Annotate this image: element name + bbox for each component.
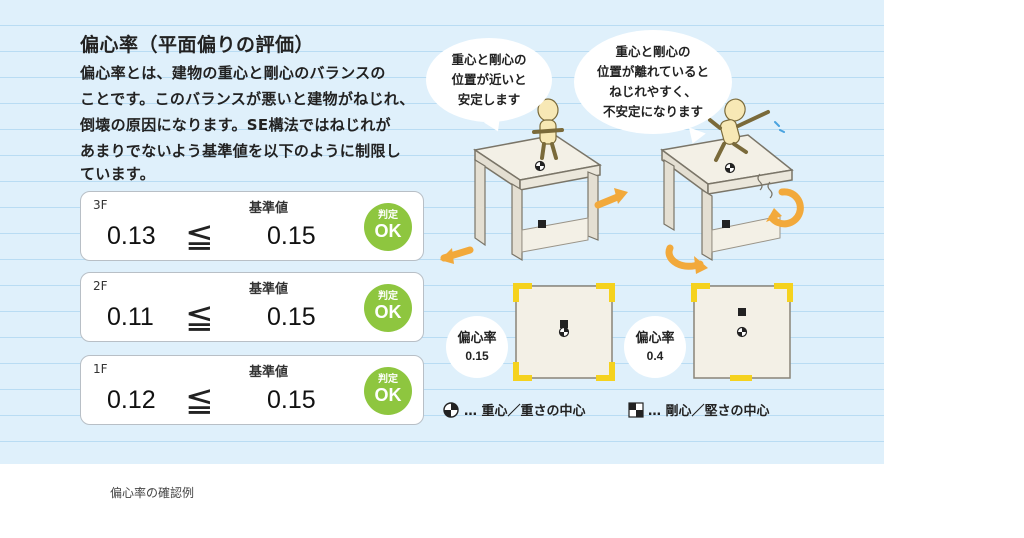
standard-label: 基準値 xyxy=(249,282,289,297)
badge-result: OK xyxy=(374,221,402,241)
plan-ratio-title: 偏心率 xyxy=(457,331,497,346)
plan-ratio-value: 0.4 xyxy=(646,349,664,363)
figure-caption: 偏心率の確認例 xyxy=(110,486,195,500)
badge-result: OK xyxy=(374,385,402,405)
description-line: 倒壊の原因になります。SE構法ではねじれが xyxy=(80,116,391,134)
plan-ratio-title: 偏心率 xyxy=(635,331,675,346)
legend-text: … 重心／重さの中心 xyxy=(464,404,586,419)
floor-label: 1F xyxy=(93,362,108,376)
legend-center-of-rigidity: … 剛心／堅さの中心 xyxy=(628,400,770,419)
unstable-building xyxy=(660,134,794,262)
center-of-rigidity-mark xyxy=(738,308,746,316)
ok-badge: 判定 OK xyxy=(364,203,412,251)
bubble-line: ねじれやすく、 xyxy=(609,84,697,99)
eccentricity-value: 0.12 xyxy=(107,386,156,414)
plan-ratio-label: 偏心率 0.4 xyxy=(624,316,686,378)
badge-judgement: 判定 xyxy=(378,210,398,221)
bubble-line: 位置が離れていると xyxy=(596,64,710,79)
figure-panel: 偏心率（平面偏りの評価） 偏心率とは、建物の重心と剛心のバランスの ことです。こ… xyxy=(0,0,884,464)
standard-value: 0.15 xyxy=(267,222,316,250)
stable-figure xyxy=(532,98,564,160)
rotation-arrow-icon xyxy=(768,188,804,228)
floor-label: 3F xyxy=(93,198,108,212)
standard-label: 基準値 xyxy=(249,201,289,216)
rotation-arrow-icon xyxy=(665,244,704,270)
legend-text: … 剛心／堅さの中心 xyxy=(648,404,770,419)
floor-plan-eccentric xyxy=(691,283,793,381)
building-illustration xyxy=(440,98,804,274)
standard-value: 0.15 xyxy=(267,303,316,331)
eccentricity-value: 0.11 xyxy=(107,303,154,331)
center-of-rigidity-mark xyxy=(560,320,568,328)
eccentricity-value: 0.13 xyxy=(107,222,156,250)
bubble-line: 重心と剛心の xyxy=(615,44,691,59)
description-line: あまりでないよう基準値を以下のように制限し xyxy=(80,142,402,160)
leq-symbol: ≦ xyxy=(185,380,214,420)
center-of-rigidity-icon xyxy=(628,401,644,418)
badge-result: OK xyxy=(374,302,402,322)
leq-symbol: ≦ xyxy=(185,216,214,256)
bubble-line: 安定します xyxy=(457,92,521,107)
ratio-card-3f: 3F 基準値 0.13 ≦ 0.15 判定 OK xyxy=(80,191,424,261)
legend-center-of-gravity: … 重心／重さの中心 xyxy=(442,400,586,419)
floor-plan-balanced xyxy=(513,283,615,381)
bubble-line: 重心と剛心の xyxy=(451,52,527,67)
bubble-line: 位置が近いと xyxy=(451,72,527,87)
stable-building xyxy=(473,134,602,262)
standard-label: 基準値 xyxy=(249,365,289,380)
ok-badge: 判定 OK xyxy=(364,284,412,332)
description-line: ことです。このバランスが悪いと建物がねじれ、 xyxy=(80,90,415,108)
stable-speech-bubble: 重心と剛心の 位置が近いと 安定します xyxy=(426,38,552,122)
ok-badge: 判定 OK xyxy=(364,367,412,415)
floor-label: 2F xyxy=(93,279,108,293)
badge-judgement: 判定 xyxy=(378,374,398,385)
center-of-gravity-icon xyxy=(443,401,459,418)
description-line: ています。 xyxy=(80,165,156,183)
figure-heading: 偏心率（平面偏りの評価） xyxy=(80,34,315,56)
badge-judgement: 判定 xyxy=(378,291,398,302)
bubble-line: 不安定になります xyxy=(602,104,703,119)
standard-value: 0.15 xyxy=(267,386,316,414)
description-line: 偏心率とは、建物の重心と剛心のバランスの xyxy=(80,64,386,82)
plan-ratio-value: 0.15 xyxy=(465,349,489,363)
shake-arrow-icon xyxy=(594,192,624,209)
ratio-card-2f: 2F 基準値 0.11 ≦ 0.15 判定 OK xyxy=(80,272,424,342)
unstable-figure xyxy=(708,98,785,162)
leq-symbol: ≦ xyxy=(185,297,214,337)
plan-ratio-label: 偏心率 0.15 xyxy=(446,316,508,378)
ratio-card-1f: 1F 基準値 0.12 ≦ 0.15 判定 OK xyxy=(80,355,424,425)
unstable-speech-bubble: 重心と剛心の 位置が離れていると ねじれやすく、 不安定になります xyxy=(574,30,732,134)
